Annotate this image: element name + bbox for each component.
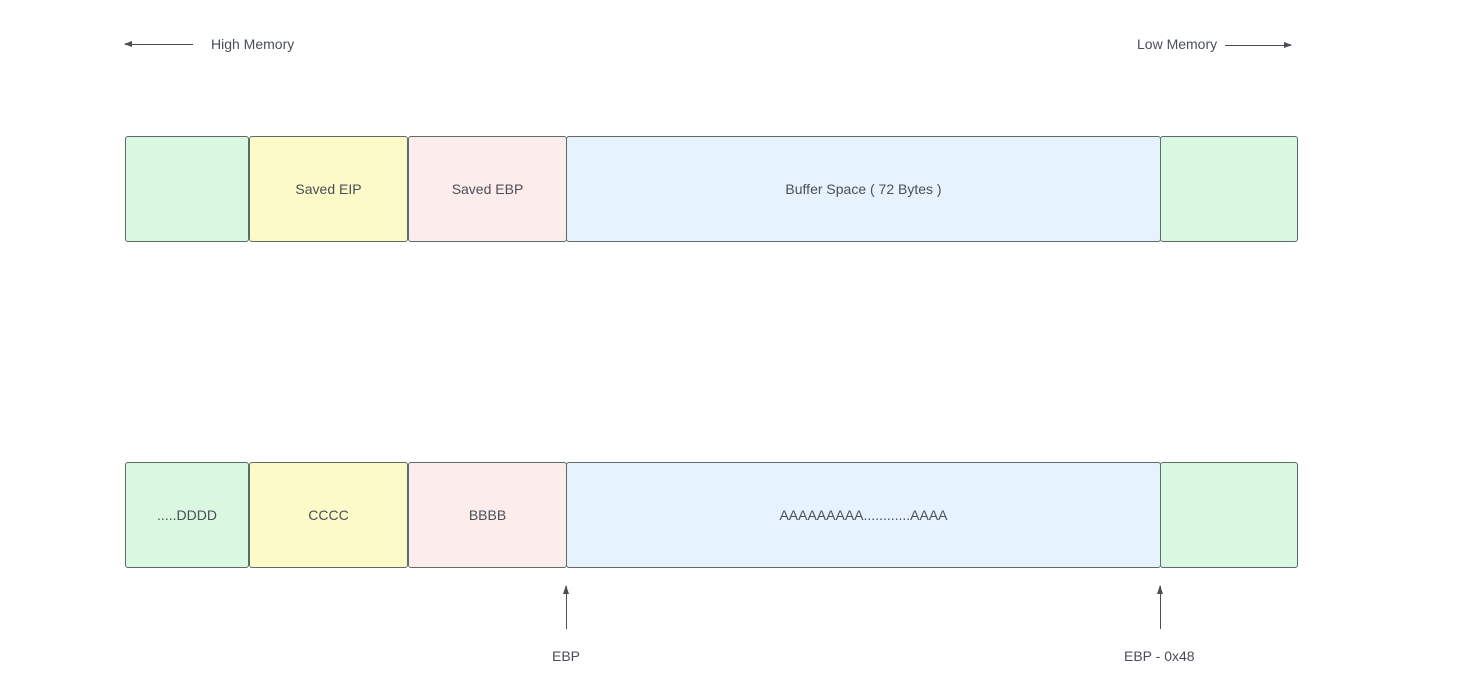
high-memory-arrow (124, 41, 193, 47)
payload-cell-a: AAAAAAAAA............AAAA (566, 462, 1161, 568)
stack-cell-buffer: Buffer Space ( 72 Bytes ) (566, 136, 1161, 242)
ebp-offset-pointer-arrow (1157, 585, 1163, 629)
ebp-offset-label: EBP - 0x48 (1124, 648, 1195, 664)
stack-layout-row: Saved EIP Saved EBP Buffer Space ( 72 By… (125, 136, 1298, 242)
payload-cell-b: BBBB (408, 462, 567, 568)
stack-cell-lower (1160, 136, 1298, 242)
low-memory-label: Low Memory (1137, 36, 1218, 52)
payload-cell-lower (1160, 462, 1298, 568)
ebp-pointer-arrow (563, 585, 569, 629)
stack-cell-saved-eip: Saved EIP (249, 136, 408, 242)
payload-cell-c: CCCC (249, 462, 408, 568)
payload-layout-row: .....DDDD CCCC BBBB AAAAAAAAA...........… (125, 462, 1298, 568)
stack-cell-upper (125, 136, 249, 242)
payload-cell-d: .....DDDD (125, 462, 249, 568)
stack-cell-saved-ebp: Saved EBP (408, 136, 567, 242)
low-memory-arrow (1225, 42, 1292, 48)
high-memory-label: High Memory (211, 36, 295, 52)
ebp-label: EBP (552, 648, 581, 664)
